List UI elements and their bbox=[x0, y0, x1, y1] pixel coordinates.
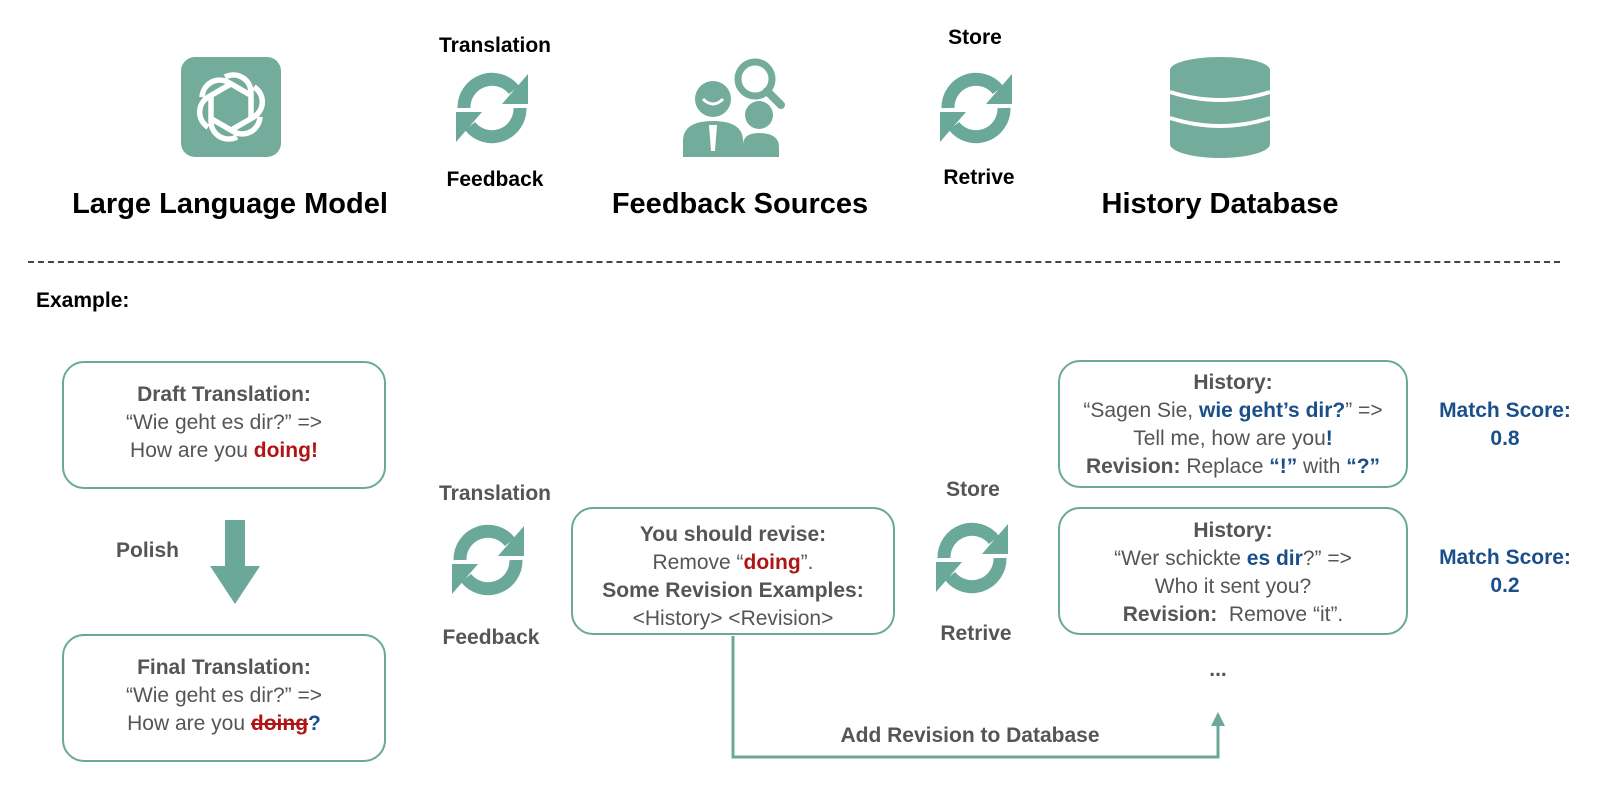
cycle-arrows-icon bbox=[456, 72, 528, 144]
history2-line1-suffix: ?” => bbox=[1302, 547, 1352, 570]
final-struck-word: doing bbox=[250, 712, 309, 735]
example-label: Example: bbox=[36, 289, 130, 312]
history1-line1: “Sagen Sie, wie geht’s dir?” => bbox=[1060, 397, 1406, 425]
polish-arrow bbox=[210, 520, 260, 604]
history-box-2: History: “Wer schickte es dir?” => Who i… bbox=[1058, 507, 1408, 635]
revise-remove-word: doing bbox=[743, 551, 801, 574]
history1-revision-text1: Replace bbox=[1180, 455, 1270, 478]
draft-target-suffix: ! bbox=[310, 439, 318, 462]
history2-revision-line: Revision: Remove “it”. bbox=[1060, 601, 1406, 629]
history1-line1-highlight: wie geht’s dir? bbox=[1198, 399, 1346, 422]
draft-highlight-word: doing bbox=[253, 439, 311, 462]
history2-revision-label: Revision: bbox=[1122, 603, 1218, 626]
history2-line2: Who it sent you? bbox=[1154, 575, 1312, 598]
history2-title: History: bbox=[1193, 519, 1273, 542]
llm-title: Large Language Model bbox=[72, 188, 388, 220]
revise-examples-line: <History> <Revision> bbox=[632, 607, 834, 630]
cycle-left-bottom-label: Feedback bbox=[442, 626, 540, 649]
revise-remove-line: Remove “doing”. bbox=[573, 549, 893, 577]
final-target-prefix: How are you bbox=[127, 712, 251, 735]
history1-revision-quote2: “?” bbox=[1346, 455, 1381, 478]
history1-revision-text2: with bbox=[1297, 455, 1347, 478]
match-score-2-value: 0.2 bbox=[1490, 574, 1520, 597]
match-score-1-value: 0.8 bbox=[1490, 427, 1520, 450]
header-cycle1-bottom-label: Feedback bbox=[446, 168, 544, 191]
history1-title: History: bbox=[1193, 371, 1273, 394]
draft-translation-box: Draft Translation: “Wie geht es dir?” =>… bbox=[62, 361, 386, 489]
database-icon bbox=[1169, 57, 1271, 158]
revise-examples-title: Some Revision Examples: bbox=[602, 579, 864, 602]
history2-revision-text: Remove “it”. bbox=[1217, 603, 1344, 626]
cycle-arrows-icon bbox=[940, 72, 1012, 144]
history-database-graphic bbox=[1168, 56, 1272, 160]
llm-logo bbox=[181, 57, 281, 157]
people-search-icon bbox=[683, 58, 785, 157]
cycle-arrows-icon bbox=[452, 524, 524, 596]
section-divider bbox=[28, 261, 1560, 263]
cycle-right-bottom-label: Retrive bbox=[940, 622, 1012, 645]
history1-line2-highlight: ! bbox=[1325, 427, 1333, 450]
draft-target-prefix: How are you bbox=[130, 439, 254, 462]
history2-line1-prefix: “Wer schickte bbox=[1114, 547, 1247, 570]
header-cycle1 bbox=[452, 68, 532, 148]
final-translation-box: Final Translation: “Wie geht es dir?” =>… bbox=[62, 634, 386, 762]
cycle-left-top-label: Translation bbox=[438, 482, 552, 505]
history1-line2: Tell me, how are you! bbox=[1060, 425, 1406, 453]
match-score-1: Match Score: 0.8 bbox=[1420, 397, 1590, 453]
header-cycle2-top-label: Store bbox=[948, 26, 1002, 49]
openai-logo-icon bbox=[181, 57, 281, 157]
history1-line1-suffix: ” => bbox=[1345, 399, 1383, 422]
history-box-1: History: “Sagen Sie, wie geht’s dir?” =>… bbox=[1058, 360, 1408, 488]
cycle-right-top-label: Store bbox=[946, 478, 1000, 501]
history1-revision-line: Revision: Replace “!” with “?” bbox=[1060, 453, 1406, 481]
draft-target-line: How are you doing! bbox=[64, 437, 384, 465]
revise-title: You should revise: bbox=[639, 523, 827, 546]
cycle-right bbox=[932, 518, 1012, 598]
polish-label: Polish bbox=[116, 539, 180, 562]
header-cycle2 bbox=[936, 68, 1016, 148]
more-history-ellipsis: ... bbox=[1209, 658, 1227, 681]
cycle-arrows-icon bbox=[936, 522, 1008, 594]
match-score-2: Match Score: 0.2 bbox=[1420, 544, 1590, 600]
history2-line1: “Wer schickte es dir?” => bbox=[1060, 545, 1406, 573]
final-target-suffix: ? bbox=[308, 712, 321, 735]
draft-translation-title: Draft Translation: bbox=[137, 383, 311, 406]
feedback-sources-title: Feedback Sources bbox=[611, 188, 869, 220]
match-score-2-label: Match Score: bbox=[1439, 546, 1571, 569]
history-database-title: History Database bbox=[1101, 188, 1339, 220]
history1-revision-label: Revision: bbox=[1085, 455, 1181, 478]
history2-line1-highlight: es dir bbox=[1246, 547, 1303, 570]
revise-remove-prefix: Remove “ bbox=[652, 551, 744, 574]
history1-line2-prefix: Tell me, how are you bbox=[1133, 427, 1326, 450]
feedback-sources-graphic bbox=[683, 55, 793, 157]
down-arrow-icon bbox=[210, 520, 260, 604]
draft-source-text: “Wie geht es dir?” => bbox=[125, 411, 323, 434]
cycle-left bbox=[448, 520, 528, 600]
header-cycle1-top-label: Translation bbox=[438, 34, 552, 57]
history1-line1-prefix: “Sagen Sie, bbox=[1083, 399, 1199, 422]
revise-feedback-box: You should revise: Remove “doing”. Some … bbox=[571, 507, 895, 635]
final-translation-title: Final Translation: bbox=[137, 656, 311, 679]
final-target-line: How are you doing? bbox=[64, 710, 384, 738]
final-source-text: “Wie geht es dir?” => bbox=[125, 684, 323, 707]
header-cycle2-bottom-label: Retrive bbox=[943, 166, 1015, 189]
match-score-1-label: Match Score: bbox=[1439, 399, 1571, 422]
history1-revision-quote1: “!” bbox=[1269, 455, 1298, 478]
add-revision-label: Add Revision to Database bbox=[840, 724, 1100, 747]
revise-remove-suffix: ”. bbox=[800, 551, 814, 574]
